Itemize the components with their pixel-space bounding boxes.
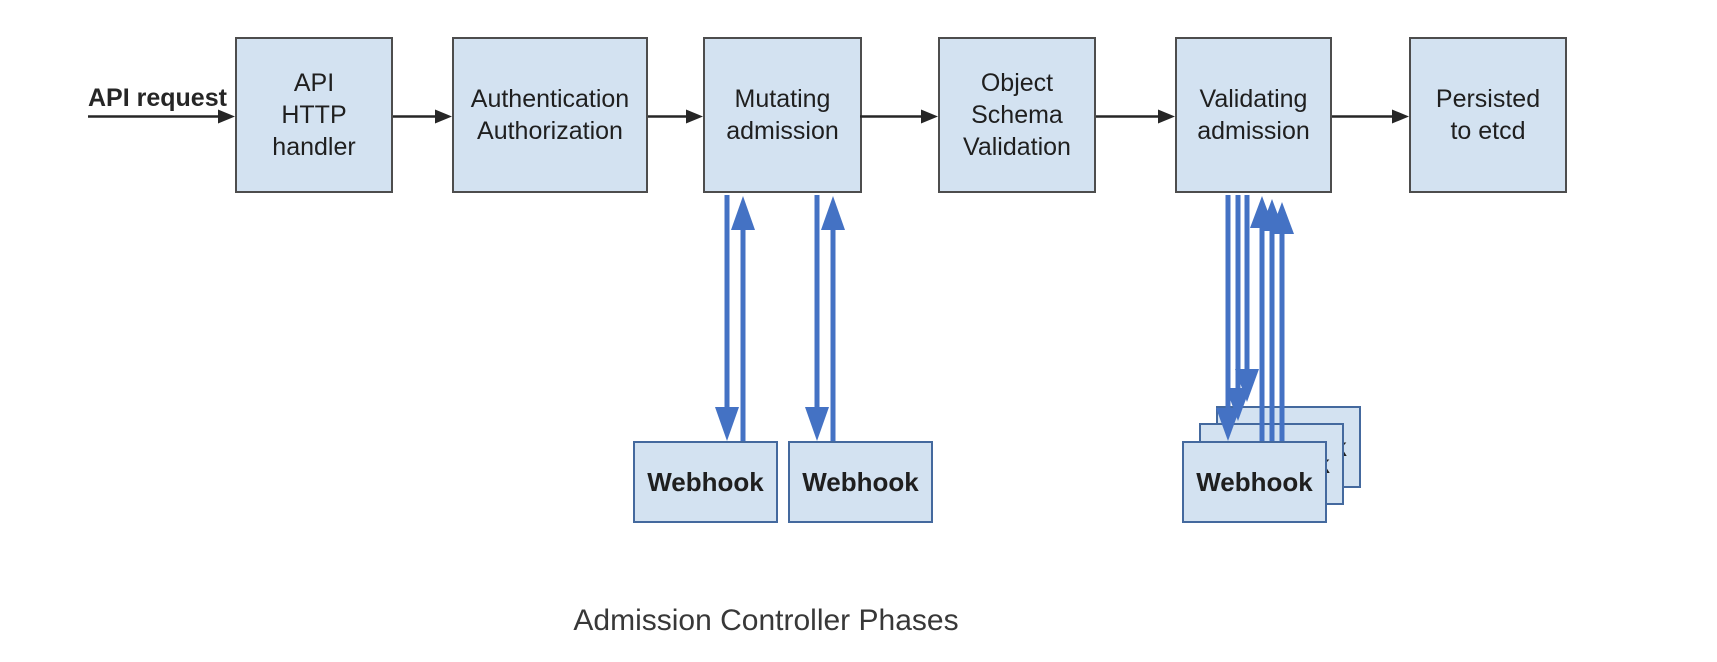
- webhook-call-arrows-mutating-1: [715, 195, 755, 441]
- api-request-label: API request: [88, 84, 227, 112]
- flow-arrow-handler-to-auth: [393, 109, 452, 124]
- phase-box-api-http-handler: API HTTP handler: [235, 37, 393, 193]
- phase-box-object-schema-validation: Object Schema Validation: [938, 37, 1096, 193]
- webhook-box-mutating-2: Webhook: [788, 441, 933, 523]
- flow-arrow-validating-to-etcd: [1332, 109, 1409, 124]
- diagram-caption: Admission Controller Phases: [573, 604, 959, 637]
- flow-arrow-mutating-to-schema: [860, 109, 938, 124]
- webhook-box-validating-front: Webhook: [1182, 441, 1327, 523]
- webhook-box-mutating-1: Webhook: [633, 441, 778, 523]
- flow-arrow-schema-to-validating: [1096, 109, 1175, 124]
- phase-box-authentication-authorization: Authentication Authorization: [452, 37, 648, 193]
- flow-arrow-auth-to-mutating: [648, 109, 703, 124]
- webhook-call-arrows-mutating-2: [805, 195, 845, 441]
- phase-box-validating-admission: Validating admission: [1175, 37, 1332, 193]
- phase-box-mutating-admission: Mutating admission: [703, 37, 862, 193]
- phase-box-persisted-to-etcd: Persisted to etcd: [1409, 37, 1567, 193]
- webhook-call-arrows-validating: [1216, 195, 1294, 441]
